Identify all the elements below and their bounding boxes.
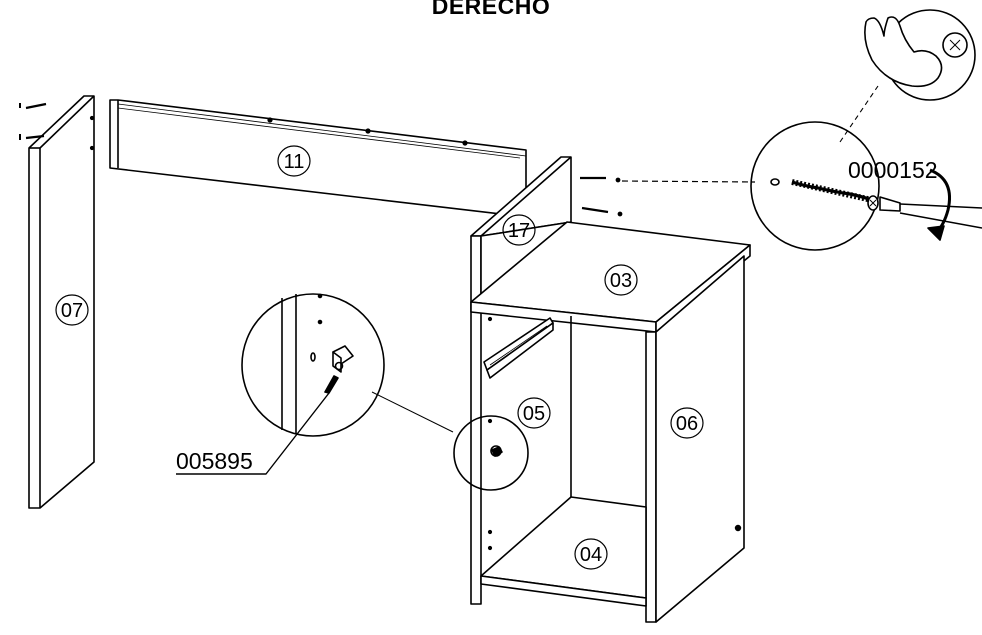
part-label-04: 04 (580, 544, 602, 566)
part-label-03: 03 (610, 270, 632, 292)
page-title: DERECHO (431, 0, 551, 19)
part-label-11: 11 (284, 151, 305, 173)
screw-left-top (19, 102, 47, 110)
part-label-17: 17 (508, 220, 530, 242)
side-panel-07 (28, 95, 95, 509)
screw-left-bottom (19, 134, 45, 140)
drawer-rail (483, 317, 554, 379)
screw-right-top (580, 176, 621, 183)
hand-icon (864, 9, 976, 101)
hardware-code-screw: 0000152 (848, 157, 938, 183)
part-label-07: 07 (61, 300, 83, 322)
screw-right-bottom (581, 206, 623, 217)
detail-circle-large (176, 293, 385, 475)
cabinet-body (470, 221, 751, 623)
back-panel-11 (109, 99, 527, 217)
hardware-code-connector: 005895 (176, 448, 253, 474)
part-label-05: 05 (523, 403, 545, 425)
detail-circle-small (453, 415, 529, 491)
part-label-06: 06 (676, 413, 698, 435)
screw-detail-circle (750, 121, 982, 251)
